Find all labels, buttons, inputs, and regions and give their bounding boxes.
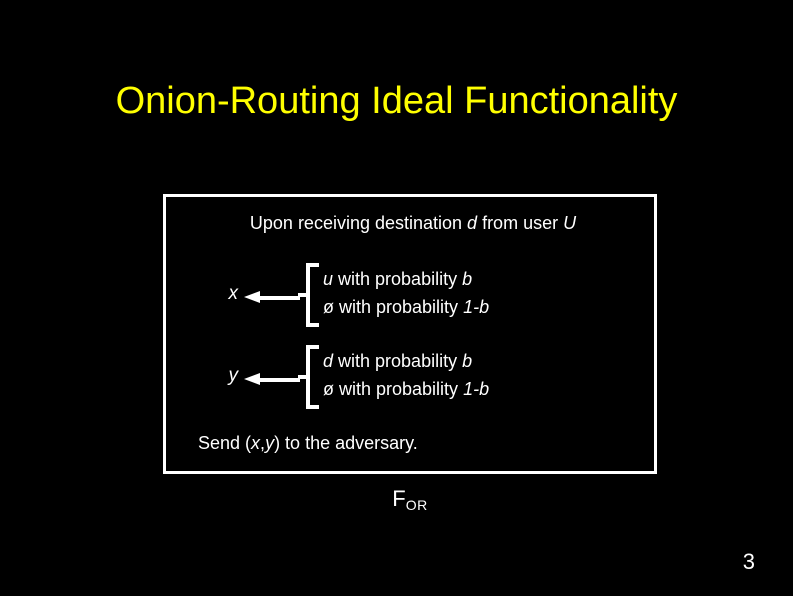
case-value: ø (323, 379, 334, 399)
send-suffix: ) to the adversary. (274, 433, 418, 453)
send-to-adversary-line: Send (x,y) to the adversary. (198, 431, 418, 455)
case-line: u with probability b (323, 265, 489, 293)
assigned-variable-x: x (228, 283, 239, 304)
send-var-x: x (251, 433, 261, 453)
page-number: 3 (742, 549, 755, 574)
brace-tip-top (306, 345, 319, 349)
case-brace-icon (296, 263, 319, 327)
case-text: with probability (334, 379, 464, 399)
ideal-functionality-box: Upon receiving destination d from user U… (163, 194, 657, 474)
case-list-x: u with probability b ø with probability … (323, 265, 489, 321)
assignment-row-x: x u with probability b ø with probabilit… (166, 261, 660, 329)
case-probability: b (462, 269, 473, 289)
brace-tip-top (306, 263, 319, 267)
variable-U: U (563, 213, 577, 233)
left-arrow-icon (244, 373, 300, 386)
caption-subscript: OR (405, 497, 428, 513)
assigned-variable-y: y (228, 365, 239, 386)
brace-bar (306, 263, 310, 327)
case-value: u (323, 269, 334, 289)
brace-bar (306, 345, 310, 409)
case-line: d with probability b (323, 347, 489, 375)
case-text: with probability (333, 351, 463, 371)
case-line: ø with probability 1-b (323, 375, 489, 403)
upon-receiving-line: Upon receiving destination d from user U (166, 211, 660, 235)
arrow-head (244, 291, 260, 303)
case-value: ø (323, 297, 334, 317)
variable-d: d (467, 213, 478, 233)
send-prefix: Send ( (198, 433, 252, 453)
case-probability: b (462, 351, 473, 371)
case-line: ø with probability 1-b (323, 293, 489, 321)
brace-tip-bottom (306, 323, 319, 327)
case-text: with probability (334, 297, 464, 317)
case-text: with probability (333, 269, 463, 289)
send-var-y: y (265, 433, 275, 453)
arrow-shaft (258, 296, 300, 300)
page-title: Onion-Routing Ideal Functionality (115, 80, 678, 122)
case-probability: 1-b (463, 297, 490, 317)
arrow-shaft (258, 378, 300, 382)
case-brace-icon (296, 345, 319, 409)
left-arrow-icon (244, 291, 300, 304)
upon-prefix-text: Upon receiving destination (249, 213, 468, 233)
caption-symbol: F (392, 486, 406, 511)
brace-nub (298, 375, 308, 379)
arrow-head (244, 373, 260, 385)
case-value: d (323, 351, 334, 371)
brace-nub (298, 293, 308, 297)
upon-middle-text: from user (477, 213, 564, 233)
functionality-caption: FOR (163, 486, 657, 518)
brace-tip-bottom (306, 405, 319, 409)
case-probability: 1-b (463, 379, 490, 399)
assignment-row-y: y d with probability b ø with probabilit… (166, 343, 660, 411)
send-comma: , (260, 433, 266, 453)
case-list-y: d with probability b ø with probability … (323, 347, 489, 403)
